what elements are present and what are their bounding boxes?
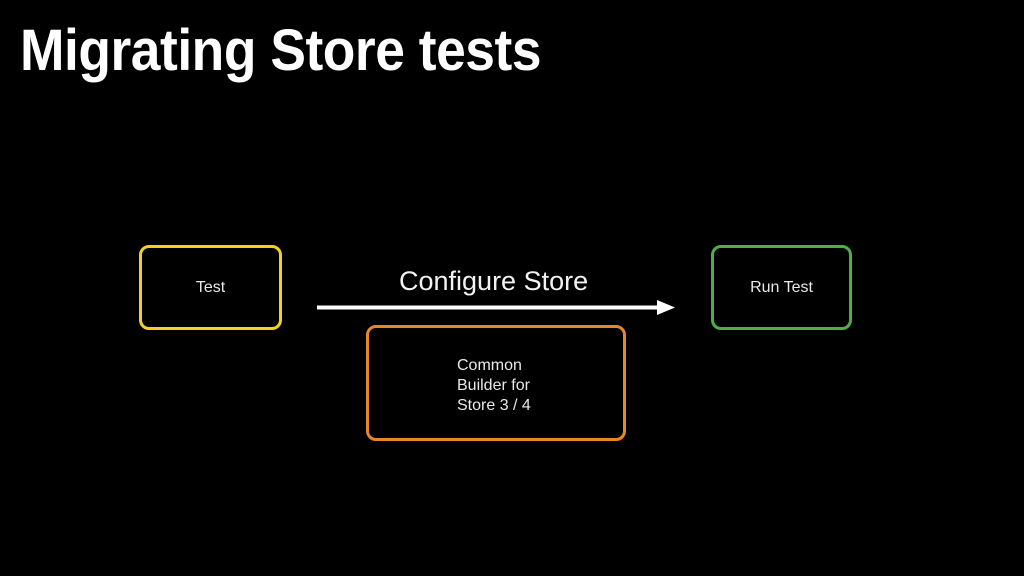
node-common-builder-label: Common Builder for Store 3 / 4 [457,357,531,414]
page-title: Migrating Store tests [20,18,542,83]
node-test-label: Test [195,278,226,296]
node-common-builder[interactable]: Common Builder for Store 3 / 4 [366,325,626,441]
node-run-test[interactable]: Run Test [711,245,852,330]
node-test[interactable]: Test [139,245,282,330]
configure-store-edge-label: Configure Store [399,266,589,296]
configure-store-arrow-icon [317,300,675,315]
node-run-test-label: Run Test [750,278,813,296]
